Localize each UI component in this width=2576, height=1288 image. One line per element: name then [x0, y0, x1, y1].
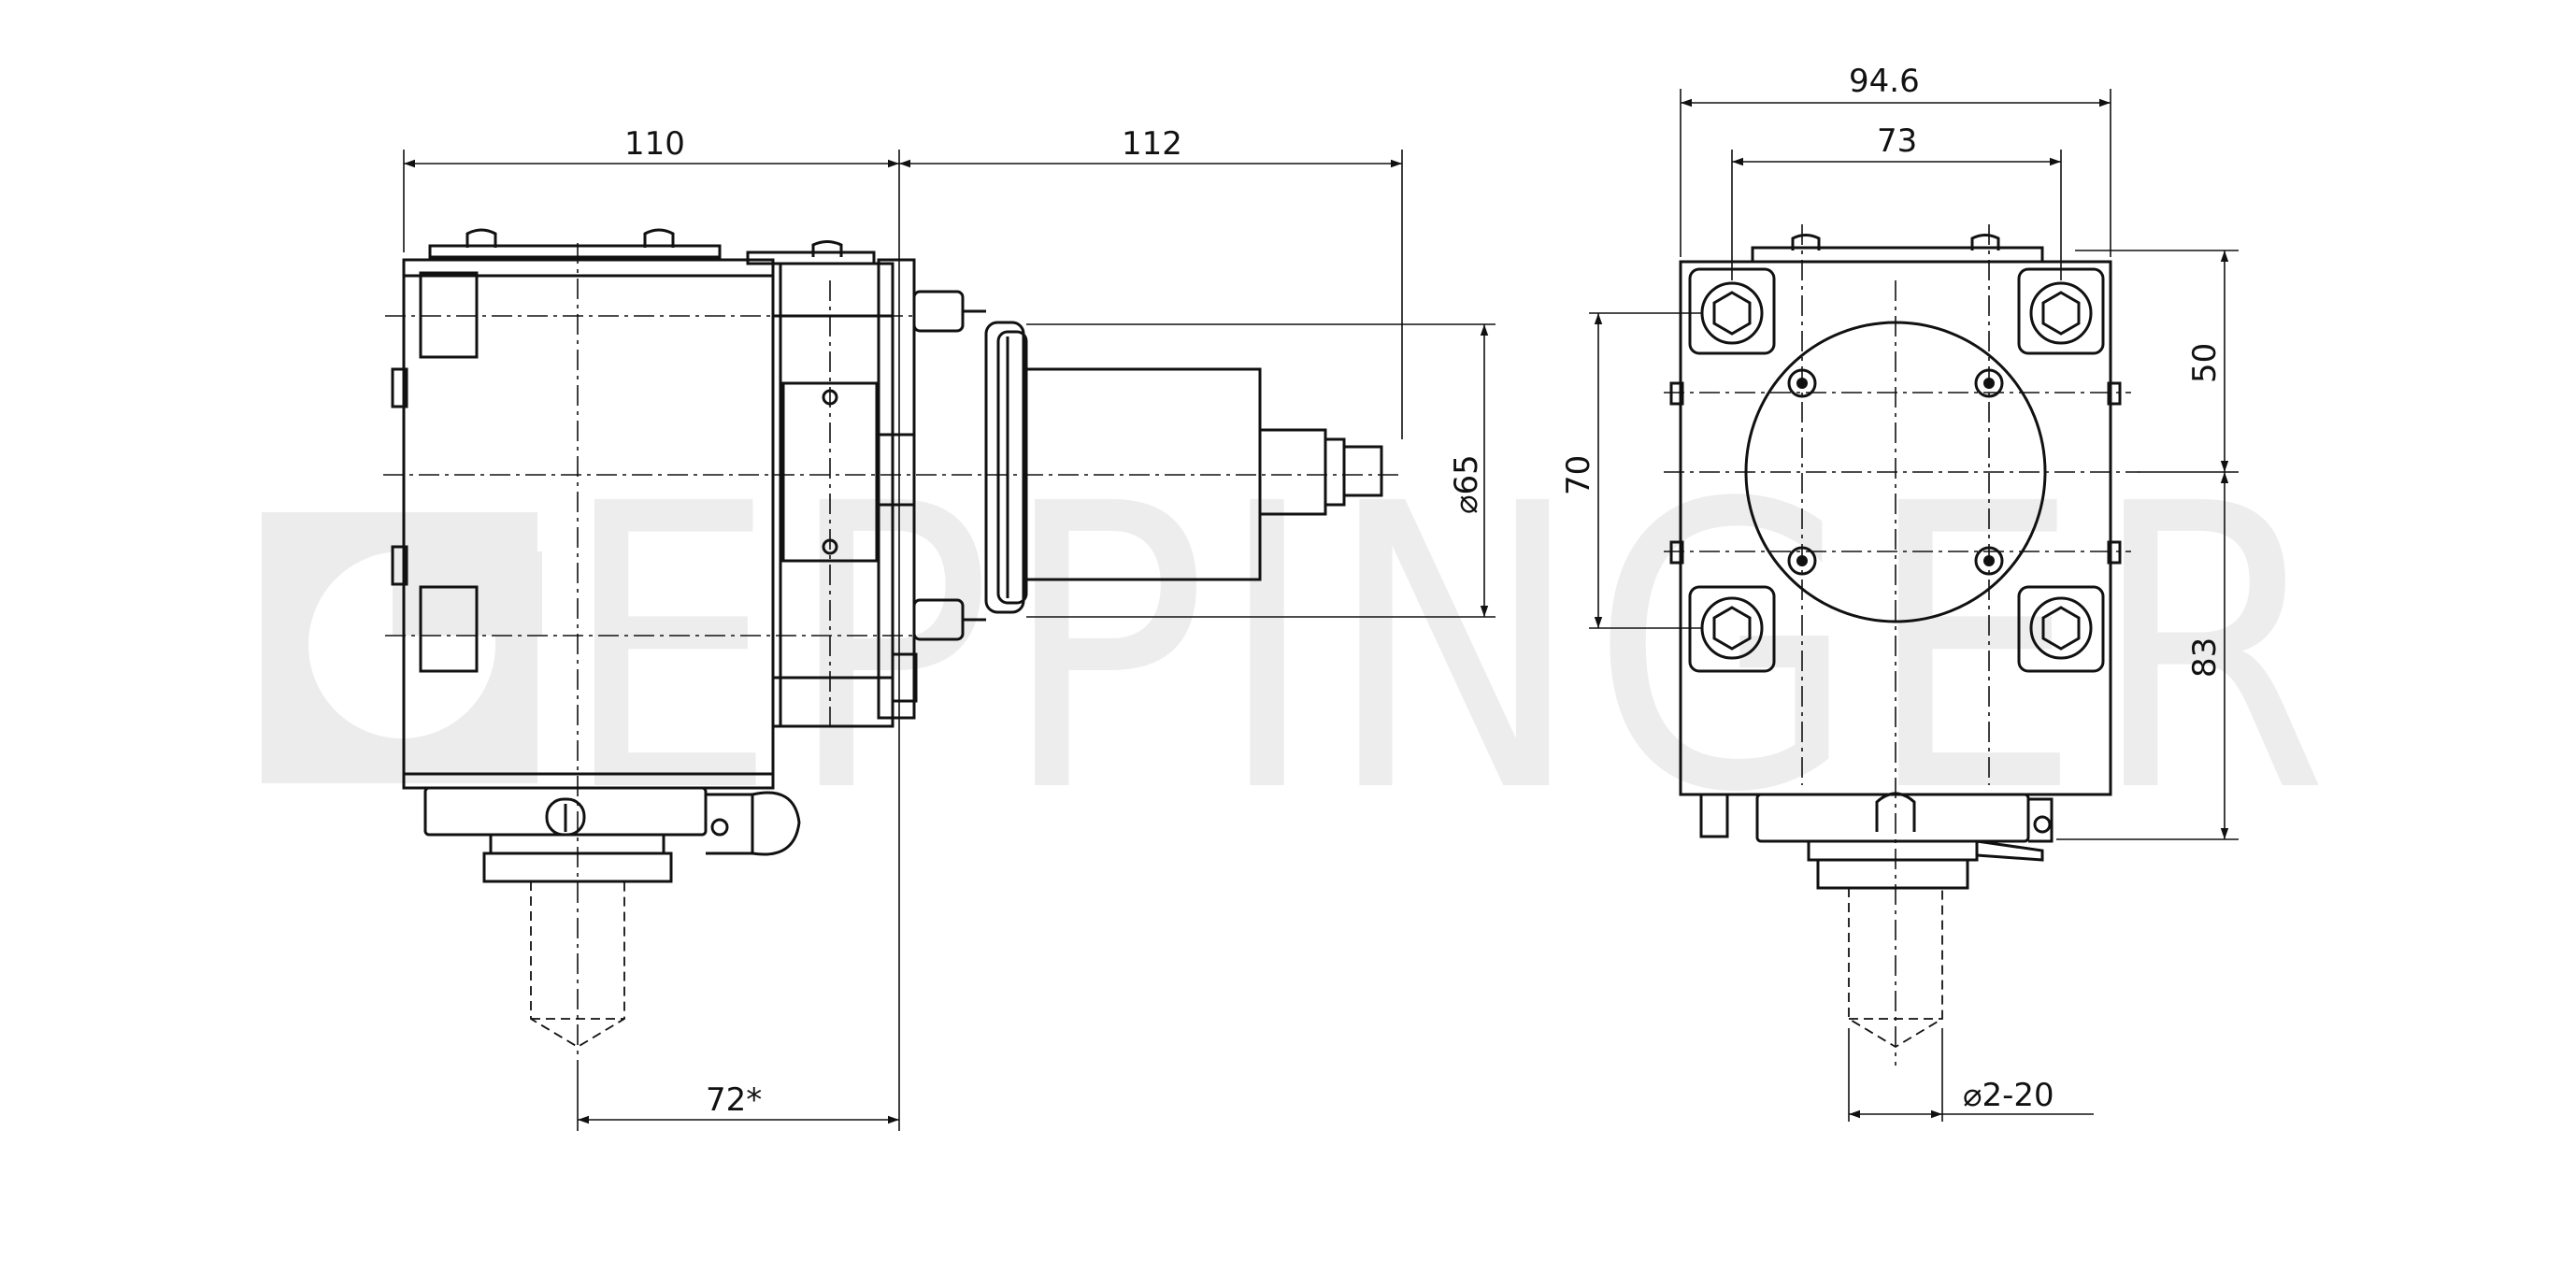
front-view-dimensions: 94.6 73 50 83 70 ⌀2-20	[1560, 63, 2239, 1122]
dim-height-lower-83: 83	[2186, 637, 2224, 678]
side-view-dimensions: 110 112 ⌀65 72*	[403, 125, 1496, 1131]
watermark-text: EPPINGER	[561, 422, 2337, 879]
dim-height-upper-50: 50	[2186, 343, 2224, 383]
dim-bolt-vertical-70: 70	[1560, 455, 1597, 495]
dim-length-112: 112	[1122, 125, 1182, 163]
dim-outer-width-94-6: 94.6	[1849, 63, 1920, 100]
dim-width-110: 110	[624, 125, 685, 163]
side-view	[383, 228, 1402, 1066]
dim-bolt-spacing-73: 73	[1877, 122, 1917, 160]
dim-collet-range-2-20: ⌀2-20	[1963, 1077, 2054, 1114]
dim-diameter-65: ⌀65	[1448, 454, 1485, 514]
watermark: EPPINGER	[262, 422, 2337, 879]
dim-offset-72: 72*	[706, 1081, 762, 1119]
front-view	[1664, 224, 2140, 1066]
